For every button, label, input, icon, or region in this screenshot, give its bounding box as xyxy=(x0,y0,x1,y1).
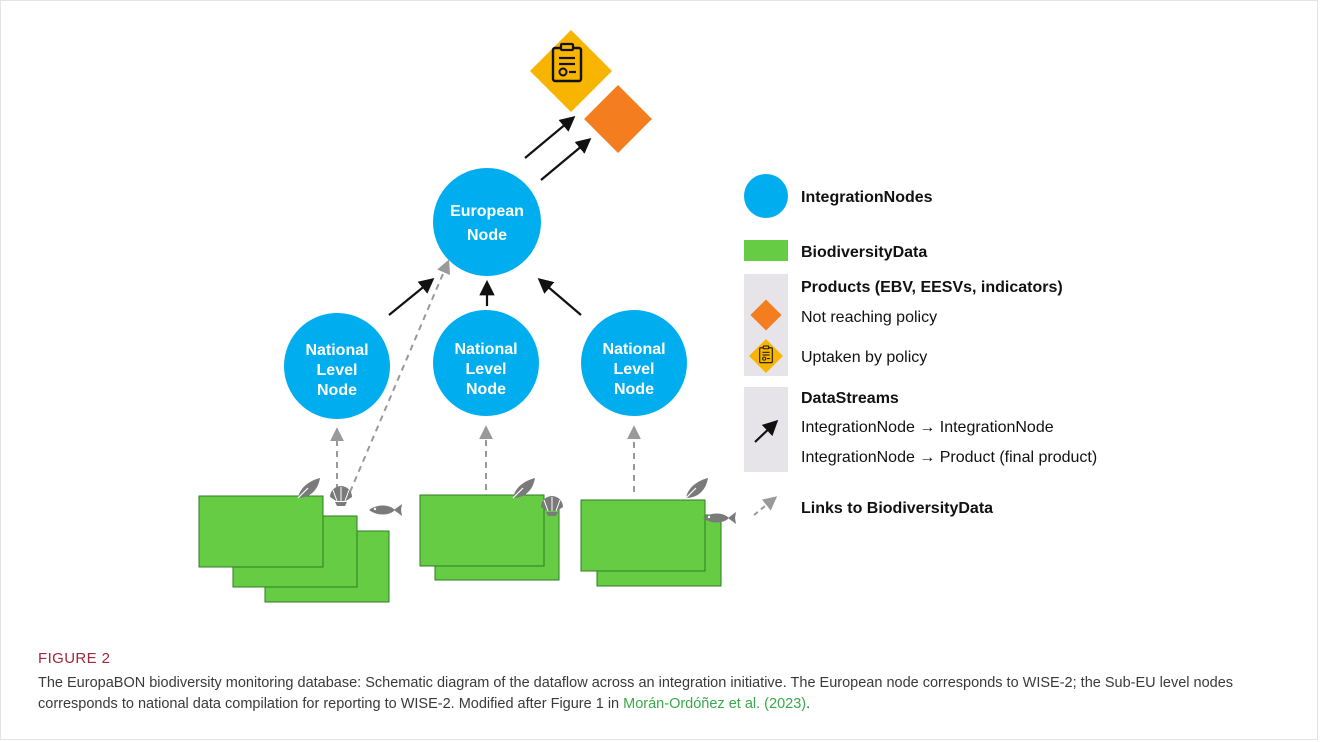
legend-biodiversity-data: BiodiversityData xyxy=(801,244,927,261)
legend: IntegrationNodes BiodiversityData Produc… xyxy=(744,174,1097,517)
figure-label: FIGURE 2 xyxy=(38,650,111,667)
legend-datastreams-panel xyxy=(744,387,788,472)
leaf-icon xyxy=(685,477,709,499)
national-node-1: National Level Node xyxy=(284,313,390,419)
legend-not-reaching-policy: Not reaching policy xyxy=(801,309,937,326)
svg-text:National: National xyxy=(602,341,665,358)
link-data-1-to-european xyxy=(349,259,451,493)
legend-stream-node-node: IntegrationNode → IntegrationNode xyxy=(801,419,1054,436)
legend-not-reaching-swatch xyxy=(750,299,782,331)
legend-stream-node-product: IntegrationNode → Product (final product… xyxy=(801,449,1097,466)
svg-text:Node: Node xyxy=(317,382,357,399)
svg-text:Level: Level xyxy=(466,361,507,378)
national-node-2: National Level Node xyxy=(433,310,539,416)
legend-node-swatch xyxy=(744,174,788,218)
arrow-european-to-not-reaching xyxy=(540,138,592,181)
legend-data-swatch xyxy=(744,240,788,261)
biodiversity-data-stack-2 xyxy=(419,477,564,581)
svg-text:Node: Node xyxy=(614,381,654,398)
svg-text:National: National xyxy=(305,342,368,359)
arrow-national-3-to-european xyxy=(537,278,582,316)
svg-text:Node: Node xyxy=(466,381,506,398)
svg-text:Level: Level xyxy=(317,362,358,379)
legend-datastreams-title: DataStreams xyxy=(801,390,899,407)
caption-body: The EuropaBON biodiversity monitoring da… xyxy=(38,675,1234,712)
product-not-reaching-top xyxy=(584,85,652,153)
svg-text:National: National xyxy=(454,341,517,358)
national-node-3: National Level Node xyxy=(581,310,687,416)
product-uptaken-top xyxy=(529,29,613,113)
legend-stream-arrow xyxy=(754,419,779,443)
arrow-european-to-uptaken xyxy=(524,116,576,159)
legend-integration-nodes: IntegrationNodes xyxy=(801,189,933,206)
biodiversity-data-stack-1 xyxy=(198,477,402,603)
certificate-icon xyxy=(759,345,773,364)
shell-icon xyxy=(329,485,353,507)
svg-text:European: European xyxy=(450,203,524,220)
svg-text:Node: Node xyxy=(467,227,507,244)
legend-link-arrow xyxy=(753,496,778,516)
citation-link[interactable]: Morán-Ordóñez et al. (2023) xyxy=(623,696,807,712)
caption-end: . xyxy=(806,696,811,712)
biodiversity-data-stack-3 xyxy=(580,477,736,587)
legend-links-biodiversity: Links to BiodiversityData xyxy=(801,500,993,517)
arrow-national-1-to-european xyxy=(388,278,435,316)
svg-text:Level: Level xyxy=(614,361,655,378)
european-node: European Node xyxy=(433,168,541,276)
certificate-icon xyxy=(551,42,583,83)
caption-text: The EuropaBON biodiversity monitoring da… xyxy=(38,673,1298,715)
legend-uptaken-by-policy: Uptaken by policy xyxy=(801,349,927,366)
legend-products-title: Products (EBV, EESVs, indicators) xyxy=(801,279,1063,296)
figure-caption: FIGURE 2 The EuropaBON biodiversity moni… xyxy=(38,650,1298,715)
fish-icon xyxy=(369,504,402,516)
dataflow-diagram: European Node National Level Node Nation… xyxy=(198,29,1097,603)
leaf-icon xyxy=(297,477,321,499)
